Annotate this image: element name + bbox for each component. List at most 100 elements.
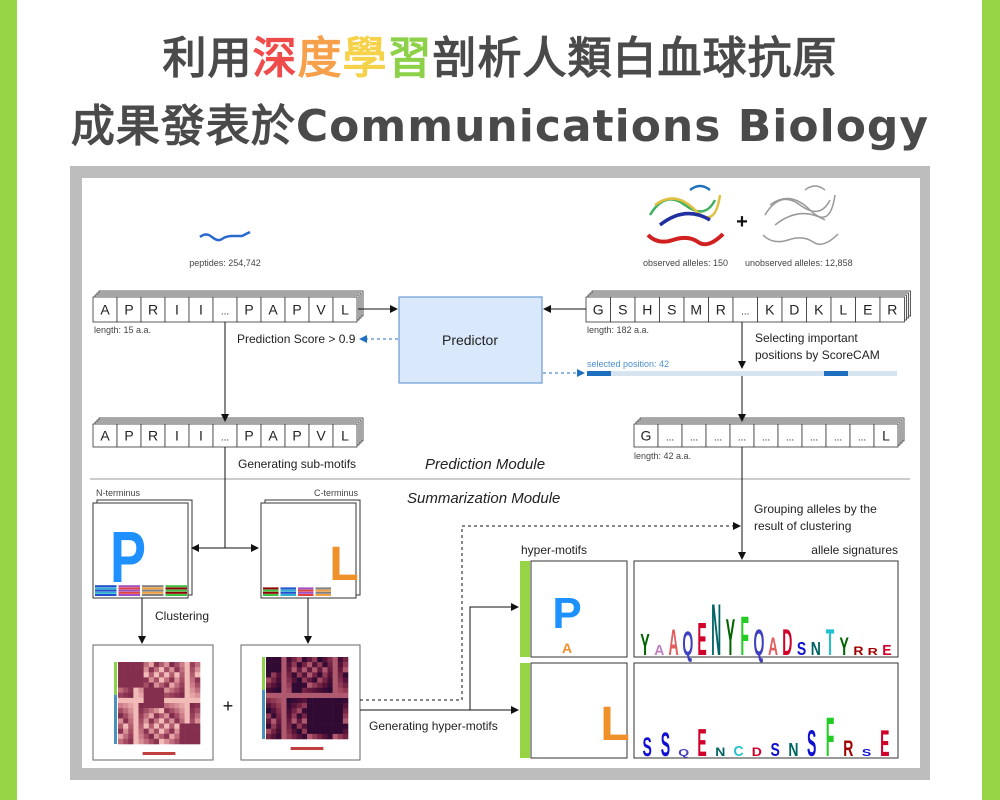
heatmap-cell xyxy=(266,667,272,673)
heatmap-cell xyxy=(164,672,170,678)
unobserved-alleles-count: unobserved alleles: 12,858 xyxy=(745,258,853,268)
heatmap-cell xyxy=(123,738,129,745)
heatmap-cell xyxy=(128,662,134,668)
heatmap-cell xyxy=(189,738,196,745)
heatmap-cell xyxy=(271,692,277,699)
heatmap-cell xyxy=(138,672,144,678)
heatmap-cell xyxy=(276,708,282,714)
heatmap-cell xyxy=(123,718,129,724)
heatmap-cell xyxy=(307,703,313,709)
heatmap-cell xyxy=(194,708,201,714)
heatmap-cell xyxy=(266,723,272,730)
heatmap-cell xyxy=(128,697,134,704)
heatmap-cell xyxy=(164,677,170,683)
heatmap-cell xyxy=(312,728,318,735)
heatmap-cell xyxy=(317,728,323,735)
signature-letter: F xyxy=(740,606,749,668)
heatmap-cell xyxy=(159,738,165,745)
heatmap-cell xyxy=(327,662,333,668)
heatmap-cell xyxy=(291,677,298,683)
heatmap-cell xyxy=(332,733,339,740)
heatmap-cell xyxy=(332,662,339,668)
heatmap-cell xyxy=(276,723,282,730)
signature-letter: R xyxy=(868,646,878,657)
heatmap-cell xyxy=(184,667,191,673)
heatmap-cell xyxy=(194,672,201,678)
heatmap-cell xyxy=(317,713,323,719)
residue-letter: ... xyxy=(666,433,674,444)
heatmap-cell xyxy=(153,667,160,673)
sequence-cell xyxy=(212,296,238,323)
sequence-cell xyxy=(806,296,832,323)
heatmap-cell xyxy=(286,723,292,730)
heatmap-cell xyxy=(118,703,124,709)
heatmap-cell xyxy=(281,713,287,719)
heatmap-cell xyxy=(138,708,144,714)
heatmap-cell xyxy=(159,718,165,724)
residue-letter: L xyxy=(341,428,349,444)
logo-stripe xyxy=(142,589,164,592)
title-segment: 深 xyxy=(252,33,298,84)
heatmap-cell xyxy=(123,703,129,709)
heatmap-cell xyxy=(307,723,313,730)
sequence-cell xyxy=(732,296,758,323)
heatmap-cell xyxy=(159,713,165,719)
signature-letter: A xyxy=(654,643,665,659)
heatmap-cell xyxy=(184,672,191,678)
signature-letter: A xyxy=(668,622,678,663)
residue-letter: I xyxy=(175,302,179,318)
heatmap-cell xyxy=(128,703,134,709)
heatmap-cell xyxy=(337,698,344,704)
n-terminus-logo xyxy=(92,502,189,599)
clustering-label: Clustering xyxy=(155,609,209,623)
residue-letter: S xyxy=(667,302,676,318)
heatmap-cell xyxy=(271,728,277,735)
heatmap-cell xyxy=(281,672,287,678)
logo-stripe xyxy=(95,594,117,596)
residue-letter: ... xyxy=(786,433,794,444)
logo-stripe xyxy=(298,587,314,590)
heatmap-cell xyxy=(118,713,124,719)
heatmap-cell xyxy=(337,703,344,709)
title-segment: 度 xyxy=(297,33,343,84)
heatmap-cell xyxy=(342,733,349,740)
heatmap-cell xyxy=(271,703,277,709)
heatmap-cell xyxy=(337,692,344,699)
heatmap-cell xyxy=(281,703,287,709)
heatmap-cell xyxy=(164,703,170,709)
heatmap-cell xyxy=(148,713,155,719)
heatmap-cell xyxy=(266,682,272,689)
logo-stripe xyxy=(142,594,164,596)
heatmap-cell xyxy=(276,698,282,704)
heatmap-cell xyxy=(143,667,150,673)
heatmap-cell xyxy=(128,723,134,729)
heatmap-cell xyxy=(317,698,323,704)
signature-letter: F xyxy=(826,707,835,769)
residue-letter: M xyxy=(690,302,702,318)
heatmap-cell xyxy=(337,672,344,678)
right-accent-bar xyxy=(982,0,1000,800)
heatmap-cell xyxy=(286,677,292,683)
residue-letter: L xyxy=(341,302,349,318)
heatmap-cell xyxy=(143,697,150,704)
heatmap-cell xyxy=(291,667,298,673)
heatmap-cell xyxy=(291,672,298,678)
heatmap-cell xyxy=(291,703,298,709)
heatmap-cell xyxy=(128,672,134,678)
heatmap-cell xyxy=(307,662,313,668)
sequence-cell xyxy=(332,423,358,448)
heatmap-cell xyxy=(174,697,180,704)
heatmap-cell xyxy=(169,728,175,735)
signature-letter: S xyxy=(807,723,816,764)
heatmap-cell xyxy=(332,728,339,735)
heatmap-cell xyxy=(164,718,170,724)
heatmap-cell xyxy=(296,682,303,689)
heatmap-cell xyxy=(153,713,160,719)
heatmap-cell xyxy=(169,692,175,699)
heatmap-cell xyxy=(327,682,333,689)
heatmap-cell xyxy=(148,733,155,740)
heatmap-cell xyxy=(189,667,196,673)
heatmap-cell xyxy=(194,677,201,683)
heatmap-cell xyxy=(332,677,339,683)
heatmap-cell xyxy=(317,692,323,699)
